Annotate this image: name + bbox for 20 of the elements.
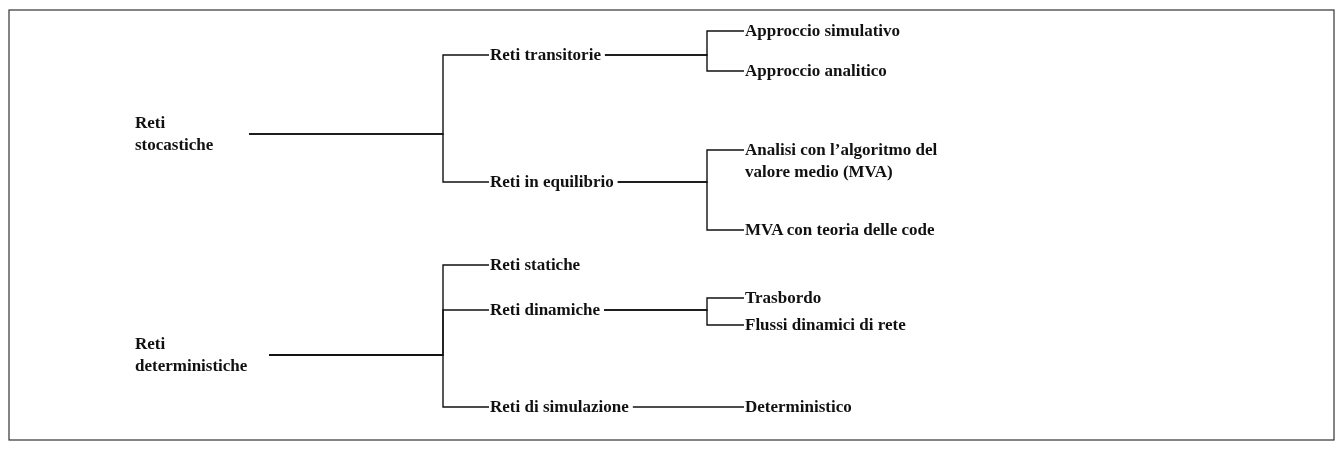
tree-label: Reti di simulazione	[490, 396, 629, 418]
tree-label: Reti dinamiche	[490, 299, 601, 321]
tree-label: Deterministico	[745, 396, 852, 418]
connector-line	[603, 309, 745, 326]
tree-label: Reti deterministiche	[135, 333, 265, 377]
tree-label: Approccio simulativo	[745, 20, 901, 42]
connector-line	[617, 181, 745, 231]
tree-label: Reti statiche	[490, 254, 581, 276]
connector-line	[268, 354, 490, 408]
tree-label: MVA con teoria delle code	[745, 219, 935, 241]
tree-label: Reti stocastiche	[135, 112, 245, 156]
tree-label: Flussi dinamici di rete	[745, 314, 906, 336]
tree-label: Approccio analitico	[745, 60, 887, 82]
connector-line	[604, 54, 745, 72]
connector-line	[248, 133, 490, 183]
tree-label: Trasbordo	[745, 287, 822, 309]
tree-label: Analisi con l’algoritmo del valore medio (MVA)	[745, 139, 940, 183]
connector-line	[632, 406, 745, 408]
tree-label: Reti in equilibrio	[490, 171, 614, 193]
tree-label: Reti transitorie	[490, 44, 601, 66]
